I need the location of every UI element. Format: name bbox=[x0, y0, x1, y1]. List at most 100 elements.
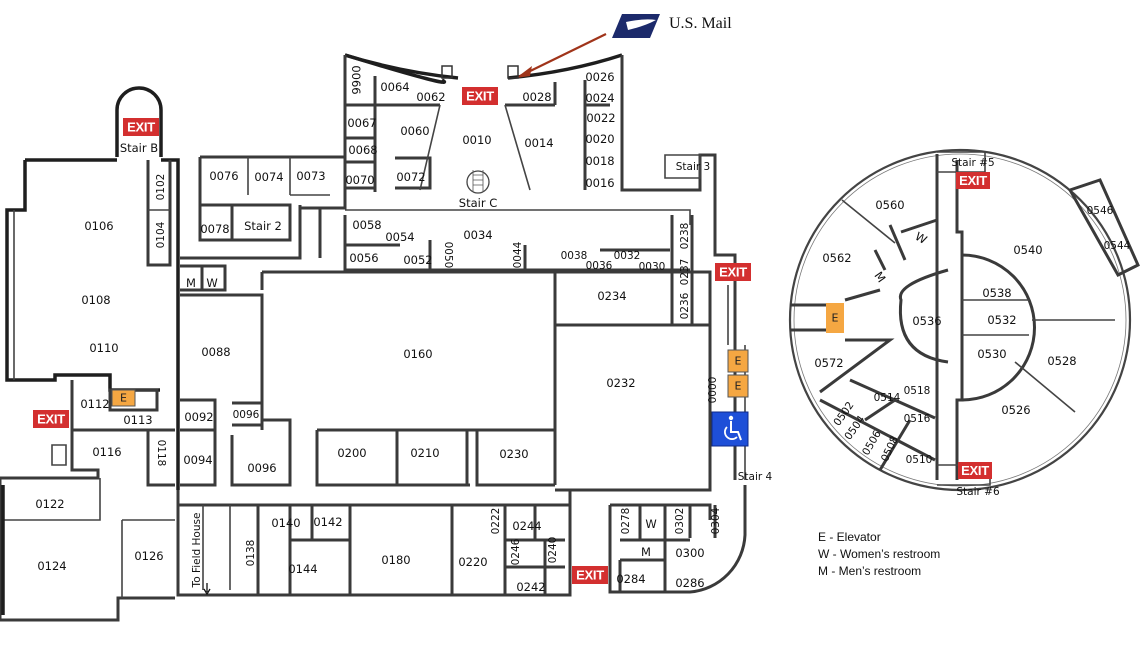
main-room-labels: 0066 0064 0062 0028 0026 0024 0022 0020 … bbox=[35, 65, 722, 594]
classroom-row bbox=[315, 428, 555, 487]
room-0126: 0126 bbox=[134, 549, 163, 563]
0536-outline bbox=[898, 268, 949, 364]
room-0112: 0112 bbox=[80, 397, 109, 411]
room-0144: 0144 bbox=[288, 562, 317, 576]
room-0118: 0118 bbox=[155, 440, 167, 467]
elevator-label: E bbox=[735, 355, 742, 368]
room-0238: 0238 bbox=[679, 223, 691, 250]
room-0562: 0562 bbox=[822, 251, 851, 265]
room-0076: 0076 bbox=[209, 169, 238, 183]
map-legend: E - Elevator W - Women’s restroom M - Me… bbox=[818, 529, 940, 580]
stair-6-label: Stair #6 bbox=[956, 486, 1000, 498]
room-0030: 0030 bbox=[639, 261, 666, 273]
room-0528: 0528 bbox=[1047, 354, 1076, 368]
room-0073: 0073 bbox=[296, 169, 325, 183]
room-0078: 0078 bbox=[200, 222, 229, 236]
0102-0104-wall bbox=[146, 160, 172, 267]
room-0160: 0160 bbox=[403, 347, 432, 361]
room-0116: 0116 bbox=[92, 445, 121, 459]
restroom-walls-round bbox=[873, 218, 938, 271]
room-0246: 0246 bbox=[510, 538, 522, 565]
room-0510: 0510 bbox=[906, 454, 933, 466]
room-0034: 0034 bbox=[463, 228, 492, 242]
0544-0546-annex bbox=[1067, 178, 1140, 277]
room-0106: 0106 bbox=[84, 219, 113, 233]
room-0572: 0572 bbox=[814, 356, 843, 370]
room-0020: 0020 bbox=[585, 132, 614, 146]
room-0284: 0284 bbox=[616, 572, 645, 586]
0530-0538-arc bbox=[961, 253, 1036, 402]
stair-2-label: Stair 2 bbox=[244, 219, 282, 233]
room-0532: 0532 bbox=[987, 313, 1016, 327]
room-0544: 0544 bbox=[1104, 240, 1131, 252]
room-0036: 0036 bbox=[586, 260, 613, 272]
room-0210: 0210 bbox=[410, 446, 439, 460]
room-0110: 0110 bbox=[89, 341, 118, 355]
0232-0234-block bbox=[555, 215, 712, 492]
stair-b-enclosure bbox=[115, 86, 163, 157]
elevator-label: E bbox=[120, 392, 127, 405]
room-0220: 0220 bbox=[458, 555, 487, 569]
room-0514: 0514 bbox=[874, 392, 901, 404]
room-0068: 0068 bbox=[348, 143, 377, 157]
room-0222: 0222 bbox=[490, 508, 502, 535]
room-0536: 0536 bbox=[912, 314, 941, 328]
room-0038: 0038 bbox=[561, 250, 588, 262]
room-0286: 0286 bbox=[675, 576, 704, 590]
exit-sign: EXIT bbox=[462, 87, 498, 105]
room-0014: 0014 bbox=[524, 136, 553, 150]
room-0508: 0508 bbox=[879, 434, 901, 463]
room-0302: 0302 bbox=[674, 508, 686, 535]
room-0300: 0300 bbox=[675, 546, 704, 560]
north-curved-wall-left bbox=[344, 53, 459, 80]
room-0244: 0244 bbox=[512, 519, 541, 533]
room-0074: 0074 bbox=[254, 170, 283, 184]
room-0096: 0096 bbox=[233, 409, 260, 421]
legend-mens-restroom: M - Men’s restroom bbox=[818, 564, 922, 578]
stair-3-label: Stair 3 bbox=[676, 161, 710, 173]
room-0142: 0142 bbox=[313, 515, 342, 529]
room-0140: 0140 bbox=[271, 516, 300, 530]
sw-block-outline bbox=[0, 380, 175, 622]
west-wing-outline bbox=[5, 158, 180, 490]
mens-restroom-label: M bbox=[871, 269, 888, 285]
0034-row bbox=[343, 215, 690, 272]
room-0113: 0113 bbox=[123, 413, 152, 427]
stair-c-circle bbox=[466, 170, 490, 194]
exit-sign: EXIT bbox=[33, 410, 69, 428]
room-0242: 0242 bbox=[516, 580, 545, 594]
round-building-walls bbox=[788, 148, 1140, 492]
usps-eagle-highlight bbox=[626, 19, 656, 30]
room-0064: 0064 bbox=[380, 80, 409, 94]
room-0060: 0060 bbox=[400, 124, 429, 138]
room-0016: 0016 bbox=[585, 176, 614, 190]
0122-0124-wall bbox=[4, 478, 175, 598]
north-rooms bbox=[345, 76, 610, 192]
restrooms-west bbox=[180, 264, 227, 292]
exit-label: EXIT bbox=[719, 265, 747, 280]
room-0104: 0104 bbox=[155, 221, 167, 248]
us-mail-label: U.S. Mail bbox=[669, 15, 732, 32]
exit-label: EXIT bbox=[959, 173, 987, 188]
womens-restroom-label: W bbox=[645, 517, 656, 531]
mailbox-icon bbox=[507, 65, 519, 79]
elevator-west: E bbox=[111, 389, 136, 407]
0088-block bbox=[180, 293, 292, 487]
room-0058: 0058 bbox=[352, 218, 381, 232]
exit-label: EXIT bbox=[466, 89, 494, 104]
womens-restroom-label: W bbox=[206, 276, 217, 290]
room-0054: 0054 bbox=[385, 230, 414, 244]
room-0096: 0096 bbox=[247, 461, 276, 475]
exit-sign: EXIT bbox=[958, 462, 992, 479]
room-0022: 0022 bbox=[586, 111, 615, 125]
elevator-label: E bbox=[832, 312, 839, 325]
stair-5-label: Stair #5 bbox=[951, 157, 994, 169]
room-0124: 0124 bbox=[37, 559, 66, 573]
room-0050: 0050 bbox=[442, 242, 454, 269]
main-building-walls bbox=[0, 53, 747, 622]
field-house-label: To Field House bbox=[191, 513, 203, 589]
lobby-lines bbox=[345, 104, 691, 225]
exit-sign: EXIT bbox=[123, 118, 159, 136]
room-0180: 0180 bbox=[381, 553, 410, 567]
room-0526: 0526 bbox=[1001, 403, 1030, 417]
